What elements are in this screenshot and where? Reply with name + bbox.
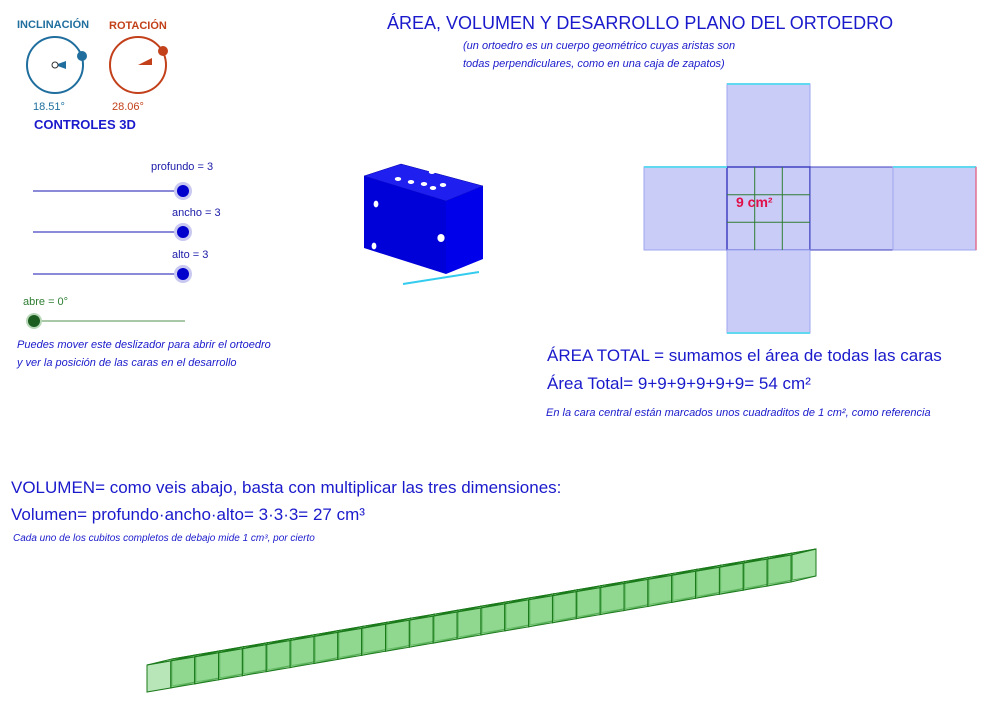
unit-cube xyxy=(194,652,220,685)
net-face-center xyxy=(726,166,811,251)
cube-3d-view[interactable] xyxy=(360,160,490,290)
unit-cube xyxy=(766,554,792,587)
slider-profundo-label: profundo = 3 xyxy=(151,161,214,173)
subtitle-line-1: (un ortoedro es un cuerpo geométrico cuy… xyxy=(463,40,736,52)
unit-cube-side xyxy=(790,548,817,583)
unit-cube xyxy=(408,615,434,648)
unit-cube xyxy=(671,570,697,603)
rotation-label: ROTACIÓN xyxy=(109,20,167,32)
net-face-area-label: 9 cm² xyxy=(736,194,773,210)
page-title: ÁREA, VOLUMEN Y DESARROLLO PLANO DEL ORT… xyxy=(387,13,894,33)
unit-cube xyxy=(456,607,482,640)
subtitle-line-2: todas perpendiculares, como en una caja … xyxy=(463,58,725,70)
unit-cube xyxy=(170,656,196,689)
unit-cube xyxy=(742,558,768,591)
unit-cube xyxy=(218,648,243,681)
slider-ancho-handle[interactable] xyxy=(177,226,189,238)
unit-cube xyxy=(599,582,625,616)
slider-abre[interactable] xyxy=(26,311,196,331)
slider-note-line-2: y ver la posición de las caras en el des… xyxy=(17,357,237,369)
unit-cube xyxy=(289,635,315,669)
inclination-dial[interactable] xyxy=(26,36,88,98)
slider-profundo[interactable] xyxy=(30,181,200,201)
unit-cube xyxy=(504,599,530,632)
slider-abre-handle[interactable] xyxy=(28,315,40,327)
rotation-value: 28.06° xyxy=(112,101,144,113)
area-note: En la cara central están marcados unos c… xyxy=(546,407,931,419)
unit-cube xyxy=(528,595,553,628)
rotation-handle[interactable] xyxy=(158,46,168,56)
volume-heading: VOLUMEN= como veis abajo, basta con mult… xyxy=(11,478,562,497)
volume-note: Cada uno de los cubitos completos de deb… xyxy=(13,533,315,544)
slider-profundo-handle[interactable] xyxy=(177,185,189,197)
slider-alto[interactable] xyxy=(30,264,200,284)
unit-cube xyxy=(575,586,601,620)
volume-formula: Volumen= profundo·ancho·alto= 3·3·3= 27 … xyxy=(11,505,365,524)
unit-cube xyxy=(718,562,744,595)
unit-cube xyxy=(432,611,458,644)
slider-alto-handle[interactable] xyxy=(177,268,189,280)
inclination-handle[interactable] xyxy=(77,51,87,61)
net-face-bottom xyxy=(726,249,811,334)
cube-net: 9 cm² xyxy=(643,83,977,334)
unit-cube xyxy=(695,566,720,599)
unit-cube xyxy=(480,603,506,636)
unit-cube xyxy=(265,639,291,673)
unit-cube xyxy=(146,660,172,693)
unit-cube xyxy=(385,619,410,652)
slider-ancho-label: ancho = 3 xyxy=(172,207,221,219)
inclination-label: INCLINACIÓN xyxy=(17,19,90,31)
unit-cube xyxy=(313,631,339,665)
controls-3d-heading: CONTROLES 3D xyxy=(34,117,136,132)
slider-note-line-1: Puedes mover este deslizador para abrir … xyxy=(17,339,271,351)
rotation-dial[interactable] xyxy=(109,36,171,98)
unit-cube xyxy=(241,644,267,677)
slider-alto-label: alto = 3 xyxy=(172,249,209,261)
slider-abre-label: abre = 0° xyxy=(23,296,69,308)
unit-cube xyxy=(623,578,649,612)
unit-cube xyxy=(361,623,387,656)
unit-cube xyxy=(551,591,577,624)
slider-ancho[interactable] xyxy=(30,222,200,242)
net-face-left xyxy=(643,166,728,251)
area-formula: Área Total= 9+9+9+9+9+9= 54 cm² xyxy=(547,374,811,393)
area-heading: ÁREA TOTAL = sumamos el área de todas la… xyxy=(547,346,942,365)
unit-cube xyxy=(337,627,363,661)
net-face-top xyxy=(726,83,811,168)
inclination-value: 18.51° xyxy=(33,101,65,113)
net-face-right xyxy=(809,166,894,251)
unit-cube-row xyxy=(146,548,817,693)
unit-cube xyxy=(647,574,673,608)
net-face-far-right xyxy=(892,166,977,251)
